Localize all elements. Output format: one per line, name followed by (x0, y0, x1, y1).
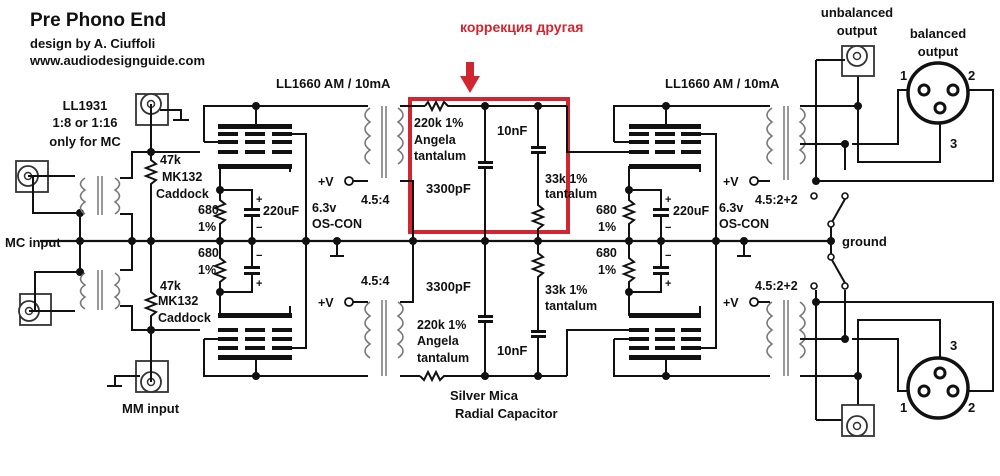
interstage-ratio-bottom: 4.5:4 (361, 274, 390, 288)
ground-label: ground (842, 234, 887, 249)
mc-step-up-transformer-bottom (79, 270, 121, 310)
xlr-pin-2-label-bottom: 2 (968, 400, 975, 415)
cathode-resistor-value-top: 680 (198, 203, 219, 217)
author-credit: design by A. Ciuffoli (30, 36, 155, 51)
cap-plus-sign: + (665, 194, 671, 206)
supply-terminal-icon (344, 297, 354, 307)
supply-terminal-icon (749, 297, 759, 307)
output-tube-top (629, 124, 701, 172)
unbalanced-output-jack-top[interactable] (841, 45, 875, 77)
cap-note-line2: Radial Capacitor (455, 406, 558, 421)
cathode-cap-value-top: 220uF (263, 204, 299, 218)
output-supply-label-top: +V (723, 175, 739, 189)
balanced-label-line2: output (918, 44, 959, 59)
interstage-ratio-top: 4.5:4 (361, 193, 390, 207)
unbalanced-output-jack-bottom[interactable] (841, 404, 875, 437)
output-ratio-top: 4.5:2+2 (755, 193, 798, 207)
website-link: www.audiodesignguide.com (29, 53, 205, 68)
cap-minus-sign: − (665, 250, 671, 262)
ground-lift-switch[interactable] (810, 192, 849, 290)
shunt-cap-bottom: 3300pF (426, 279, 471, 294)
resistor-33k-type-top: tantalum (545, 187, 597, 201)
ll1931-ratio: 1:8 or 1:16 (52, 115, 117, 130)
resistor-33k-type-bottom: tantalum (545, 299, 597, 313)
cathode-resistor-value-bottom: 680 (198, 246, 219, 260)
xlr-pin-2-label: 2 (968, 68, 975, 83)
resistor-33k-bottom: 33k 1% (545, 283, 587, 297)
supply-label-top: +V (318, 175, 334, 189)
output-ratio-bottom: 4.5:2+2 (755, 279, 798, 293)
series-resistor-top: 220k 1% (414, 116, 463, 130)
series-resistor-brand-bottom: Angela (417, 334, 460, 348)
grid-resistor-value-top: 47k (160, 153, 181, 167)
cap-10nf-bottom: 10nF (497, 343, 527, 358)
oscon-voltage-2: 6.3v (719, 201, 743, 215)
interstage-transformer-bottom (364, 300, 404, 376)
series-resistor-brand-top: Angela (414, 133, 457, 147)
cap-minus-sign: − (256, 250, 262, 262)
cathode-resistor-tol-2-bottom: 1% (598, 263, 616, 277)
shunt-cap-top: 3300pF (426, 181, 471, 196)
xlr-pin-3-label: 3 (950, 136, 957, 151)
cathode-resistor-tol-top: 1% (198, 220, 216, 234)
interstage-transformer-label: LL1660 AM / 10mA (276, 76, 391, 91)
mm-input-label: MM input (122, 401, 180, 416)
grid-resistor-top (143, 152, 159, 241)
cathode-cap-top (244, 200, 260, 241)
grid-resistor-brand-bottom: Caddock (158, 311, 211, 325)
unbalanced-label-line2: output (837, 23, 878, 38)
interstage-transformer-top (364, 106, 404, 178)
cathode-resistor-value-2-bottom: 680 (596, 246, 617, 260)
oscon-voltage-1: 6.3v (312, 201, 336, 215)
output-tube-bottom (629, 306, 701, 360)
series-resistor-type-bottom: tantalum (417, 351, 469, 365)
grid-resistor-type-bottom: MK132 (158, 294, 198, 308)
cap-plus-sign: + (256, 278, 262, 290)
mc-step-up-transformer-top (79, 176, 121, 215)
ll1931-note: only for MC (49, 134, 121, 149)
output-transformer-label: LL1660 AM / 10mA (665, 76, 780, 91)
output-transformer-top (766, 106, 806, 180)
xlr-pin-3-label-bottom: 3 (950, 338, 957, 353)
oscon-label-1: OS-CON (312, 217, 362, 231)
xlr-pin-1-label-bottom: 1 (900, 400, 907, 415)
resistor-33k-top: 33k 1% (545, 172, 587, 186)
cap-plus-sign: + (256, 194, 262, 206)
supply-terminal-icon (344, 176, 354, 186)
grid-resistor-type-top: MK132 (162, 170, 202, 184)
output-transformer-bottom (766, 300, 806, 376)
input-tube-top (218, 124, 292, 172)
series-resistor-type-top: tantalum (414, 149, 466, 163)
mc-input-label: MC input (5, 235, 61, 250)
cathode-cap-bottom (244, 241, 260, 282)
supply-terminal-icon (749, 176, 759, 186)
cap-plus-sign: + (665, 278, 671, 290)
output-supply-label-bottom: +V (723, 296, 739, 310)
input-tube-bottom (218, 306, 292, 360)
cap-minus-sign: − (665, 222, 671, 234)
series-resistor-bottom: 220k 1% (417, 318, 466, 332)
oscon-label-2: OS-CON (719, 217, 769, 231)
ll1931-label: LL1931 (63, 98, 108, 113)
down-arrow-icon (460, 62, 480, 93)
cap-minus-sign: − (256, 222, 262, 234)
cathode-cap-value-2-top: 220uF (673, 204, 709, 218)
cap-note-line1: Silver Mica (450, 388, 519, 403)
cathode-resistor-tol-2-top: 1% (598, 220, 616, 234)
grid-resistor-bottom (143, 241, 159, 330)
diagram-title: Pre Phono End (30, 10, 166, 31)
xlr-balanced-output-bottom[interactable] (906, 356, 970, 420)
xlr-balanced-output-top[interactable] (906, 61, 970, 125)
highlight-box (408, 97, 570, 234)
grid-resistor-brand-top: Caddock (156, 187, 209, 201)
cathode-resistor-tol-bottom: 1% (198, 263, 216, 277)
balanced-label-line1: balanced (910, 26, 966, 41)
xlr-pin-1-label: 1 (900, 68, 907, 83)
supply-label-bottom: +V (318, 296, 334, 310)
unbalanced-label-line1: unbalanced (821, 5, 893, 20)
cathode-resistor-value-2-top: 680 (596, 203, 617, 217)
cap-10nf-top: 10nF (497, 123, 527, 138)
grid-resistor-value-bottom: 47k (160, 279, 181, 293)
annotation-text: коррекция другая (460, 19, 583, 35)
